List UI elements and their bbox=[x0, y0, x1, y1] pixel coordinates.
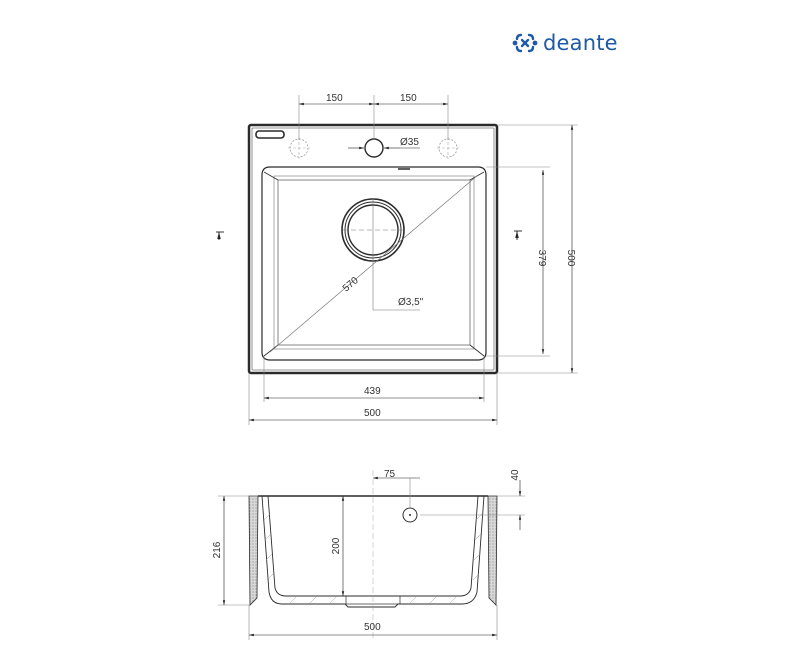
dim-tap-offset-right: 150 bbox=[400, 93, 417, 104]
dim-bowl-width: 439 bbox=[364, 386, 381, 397]
wall-left bbox=[248, 495, 259, 606]
diagonal-line bbox=[269, 174, 479, 353]
dim-bowl-depth: 379 bbox=[536, 250, 547, 267]
sink-outline bbox=[247, 123, 499, 375]
overflow-slot bbox=[255, 130, 285, 139]
dim-tap-offset-left: 150 bbox=[326, 93, 343, 104]
dim-diagonal: 570 bbox=[341, 275, 361, 294]
brand-logo: deante bbox=[512, 31, 618, 55]
dim-bowl-height: 200 bbox=[331, 537, 342, 554]
dim-overall-depth: 500 bbox=[565, 250, 576, 267]
top-view: 570 Ø3,5" 150 150 Ø35 500 379 bbox=[216, 93, 578, 425]
dim-overflow-height: 40 bbox=[510, 469, 521, 481]
hatch-lines bbox=[263, 513, 483, 604]
tap-hole-center bbox=[364, 138, 384, 158]
dim-drain-diameter: Ø3,5" bbox=[398, 297, 424, 308]
dim-overall-width: 500 bbox=[364, 408, 381, 419]
tap-hole-left bbox=[288, 137, 310, 159]
section-marker-left bbox=[216, 231, 224, 240]
dim-side-overall-width: 500 bbox=[364, 622, 381, 633]
tap-hole-right bbox=[437, 137, 459, 159]
dim-tap-hole-diameter: Ø35 bbox=[400, 137, 419, 148]
section-marker-right bbox=[514, 230, 522, 240]
drain bbox=[341, 198, 420, 311]
dim-overflow-offset: 75 bbox=[384, 469, 396, 480]
bowl bbox=[261, 166, 487, 361]
brand-name: deante bbox=[543, 31, 618, 55]
dim-overall-height: 216 bbox=[212, 541, 223, 558]
deante-knot-logo-icon bbox=[512, 33, 538, 53]
wall-right bbox=[487, 495, 498, 606]
side-view: 75 40 216 200 500 bbox=[212, 469, 525, 640]
